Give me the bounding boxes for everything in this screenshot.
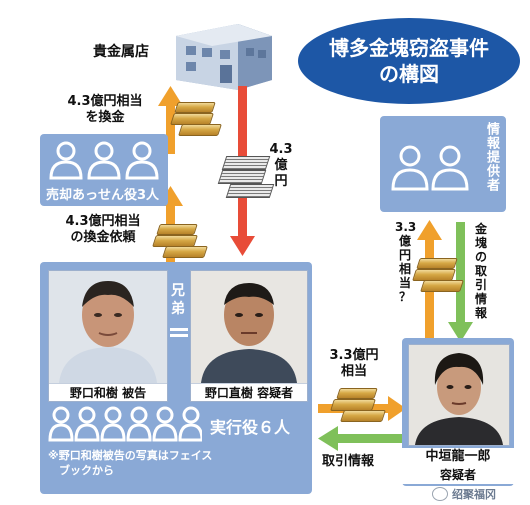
brothers-divider	[170, 328, 188, 331]
brokers-label: 売却あっせん役3人	[46, 188, 160, 203]
informant-panel: 情報提供者	[380, 116, 506, 212]
nakagaki-to-group-label: 3.3億円 相当	[329, 348, 379, 379]
group-info-label: 取引情報	[322, 454, 375, 469]
gold-bars-icon	[330, 388, 386, 422]
person-portrait-icon	[409, 345, 509, 445]
gold-info-label: 金 塊 の 取 引 情 報	[474, 222, 487, 320]
person-portrait-icon	[49, 271, 167, 383]
exchange-request-label: 4.3億円相当 の換金依頼	[65, 214, 141, 245]
gold-bars-icon	[170, 102, 222, 136]
brothers-label: 兄 弟	[171, 283, 185, 317]
executors-label: 実行役６人	[210, 418, 291, 437]
watermark-badge: 绍聚福冈	[432, 486, 496, 502]
person-icons	[48, 406, 202, 442]
title-line2: の構図	[379, 62, 439, 86]
person-photo-kazuki: 野口和樹 被告	[48, 270, 168, 402]
exchange-label: 4.3億円相当 を換金	[67, 94, 143, 125]
wechat-icon	[432, 487, 448, 501]
person-portrait-icon	[191, 271, 307, 383]
money-stack-icon	[217, 156, 275, 198]
brothers-divider	[170, 334, 188, 337]
person-caption: 野口直樹 容疑者	[191, 383, 307, 401]
nakagaki-panel: 中垣龍一郎 容疑者	[402, 338, 514, 486]
person-photo-naoki: 野口直樹 容疑者	[190, 270, 308, 402]
person-icons	[49, 141, 159, 180]
executors-footnote: ※野口和樹被告の写真はフェイス ブックから	[48, 449, 213, 477]
cash-amount-label: 4.3 億 円	[269, 142, 293, 189]
store-label: 貴金属店	[93, 44, 149, 60]
nakagaki-role: 容疑者	[402, 466, 514, 484]
person-icons	[391, 145, 469, 191]
informant-label: 情報提供者	[484, 122, 499, 192]
brokers-panel: 売却あっせん役3人	[40, 134, 168, 206]
gold-bars-icon	[152, 224, 208, 258]
nakagaki-name: 中垣龍一郎	[402, 448, 514, 466]
store-building-icon	[176, 24, 272, 90]
watermark-text: 绍聚福冈	[452, 488, 496, 501]
gold-bars-icon	[412, 258, 464, 292]
title-badge: 博多金塊窃盗事件 の構図	[298, 18, 520, 104]
title-line1: 博多金塊窃盗事件	[329, 36, 489, 60]
executors-panel: 野口和樹 被告 兄 弟 野口直樹 容疑者 実行役６人 ※野口和樹被告の写真はフェ…	[40, 262, 312, 494]
gold-amount-label: 3.3 億 円 相 当 ？	[395, 220, 417, 304]
person-caption: 野口和樹 被告	[49, 383, 167, 401]
person-photo-nakagaki	[408, 344, 510, 446]
